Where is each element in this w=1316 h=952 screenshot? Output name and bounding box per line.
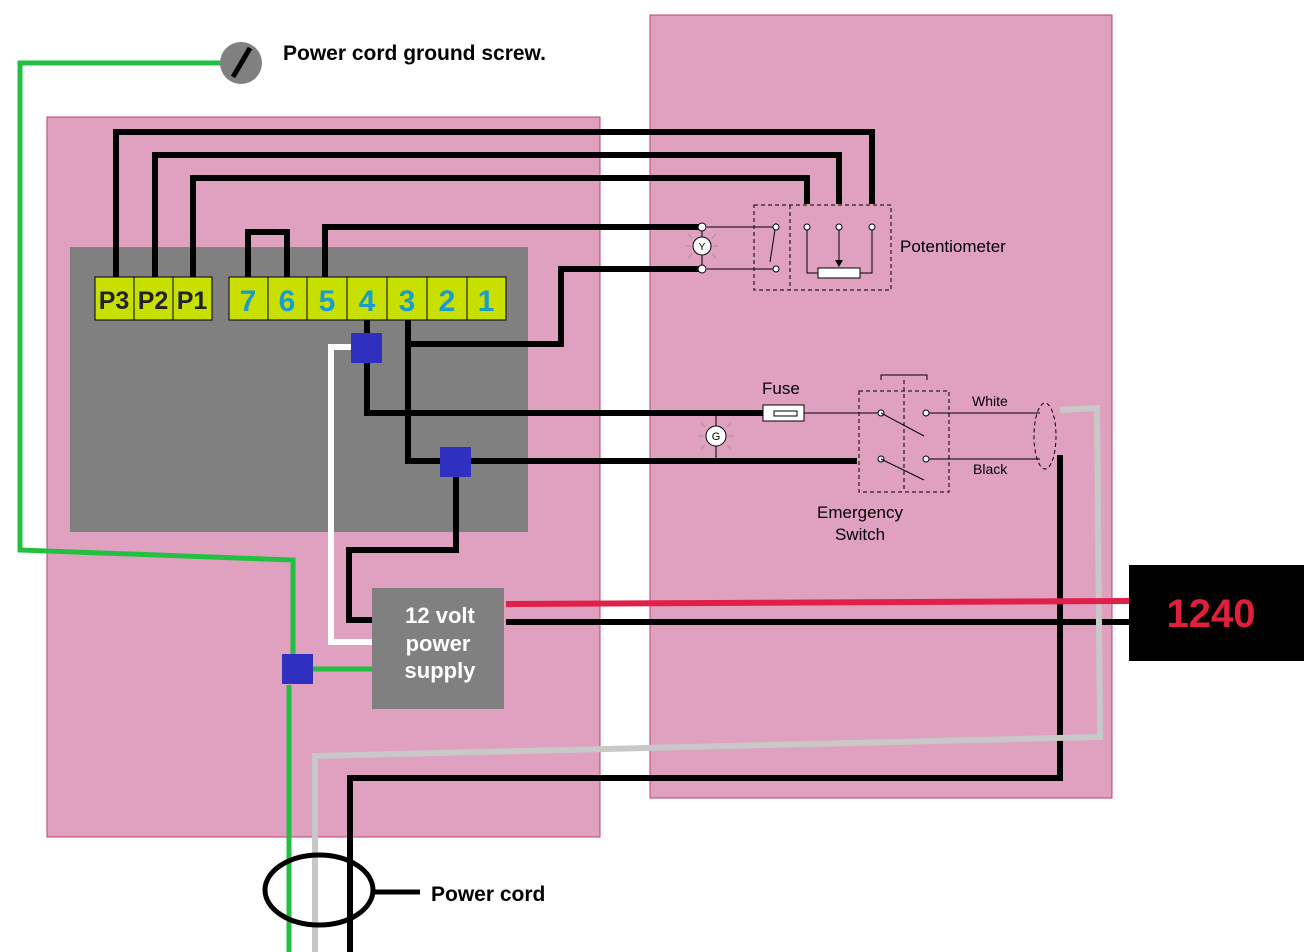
pot-lug-2 [835,223,843,231]
cable-bundle-ellipse [1033,402,1057,470]
wire-label-white: White [972,393,1008,409]
ground-screw: Power cord ground screw. [220,42,546,84]
lamp-y: Y [686,222,718,274]
emergency-switch-push-bar [880,374,928,380]
terminal-label-1: 1 [478,285,495,318]
junction-block-terminal-4 [351,333,382,363]
lamp-g: G [698,413,734,461]
terminal-label-7: 7 [240,285,257,318]
junction-block-terminal-3 [440,447,471,477]
terminal-label-P2: P2 [138,287,169,315]
ground-screw-slot [230,46,253,79]
terminal-label-P3: P3 [99,287,130,315]
power-supply-box [372,588,504,709]
terminal-5 [306,276,348,321]
pot-switch-contact-bottom [772,265,780,273]
wire-gray-cord [312,404,1104,952]
wire-junction-psu [346,461,459,623]
green-ground-wires [17,60,374,952]
black-wires-potentiometer [113,129,1130,952]
pot-resistor [817,267,861,279]
terminal-strip: P3 P2 P1 7 6 5 4 3 2 1 [94,276,507,321]
power-supply-label-line1: 12 volt [405,603,475,628]
wire-P3-pot [113,129,875,277]
es-blade-bottom [880,458,925,481]
pot-lug-1 [803,223,811,231]
terminal-label-3: 3 [399,285,416,318]
power-supply-label-line3: supply [405,658,477,683]
pot-switch-contact-top [772,223,780,231]
terminal-P1 [172,276,213,321]
wire-red-psu-display [505,598,1131,607]
potentiometer-label: Potentiometer [900,237,1006,256]
pot-wiper-arrow [835,260,843,267]
digital-display: 1240 [1129,565,1304,661]
es-blade-top [880,412,925,437]
terminal-label-5: 5 [319,285,336,318]
power-supply-label-line2: power [406,631,471,656]
fuse: Fuse [762,379,880,422]
junction-block-ground [282,654,313,684]
terminal-4 [346,276,388,321]
terminal-P2 [133,276,174,321]
es-contact-4 [922,455,930,463]
terminal-P3 [94,276,135,321]
terminal-7 [228,276,269,321]
wire-label-black: Black [973,461,1008,477]
lamp-y-label: Y [699,242,706,253]
wire-3-lamp [410,266,702,347]
fuse-label: Fuse [762,379,800,398]
lamp-g-rays [698,422,734,450]
lamp-g-label: G [712,431,721,443]
emergency-switch: White Black Emergency Switch [817,374,1057,544]
terminal-label-P1: P1 [177,287,208,315]
pot-resistor-lead-left [806,230,818,274]
power-cord-label: Power cord [431,883,545,906]
potentiometer-assembly: Potentiometer [707,204,1006,291]
potentiometer-housing [753,204,892,291]
terminal-3 [386,276,428,321]
wire-4-fuse [364,362,763,416]
wire-5-lamp [322,224,702,277]
ground-screw-label: Power cord ground screw. [283,42,546,65]
lamp-y-terminal-top [697,222,707,232]
pot-resistor-lead-right [860,230,873,274]
emergency-switch-label-line2: Switch [835,525,885,544]
display-box [1129,565,1304,661]
lamp-y-icon [692,236,712,256]
pot-lug-3 [868,223,876,231]
terminal-1 [466,276,507,321]
es-contact-2 [922,409,930,417]
lamp-g-icon [705,425,727,447]
fuse-element [773,410,798,417]
lamp-y-terminal-bottom [697,264,707,274]
terminal-2 [426,276,468,321]
power-cord: Power cord [262,852,545,928]
emergency-switch-label-line1: Emergency [817,503,903,522]
wire-jumper-7-6 [245,229,290,277]
wire-black-cord-right [347,455,1063,952]
lamp-y-rays [686,233,718,259]
terminal-label-2: 2 [439,285,456,318]
wire-P2-pot [152,152,842,277]
wire-ground-screw [17,60,296,662]
power-cord-ring [262,852,376,928]
wire-P1-pot [190,175,810,277]
wire-white-psu [328,344,374,645]
display-readout: 1240 [1167,592,1256,636]
terminal-label-4: 4 [359,285,376,318]
right-panel [649,14,1113,799]
power-supply: 12 volt power supply [372,588,504,709]
wire-3-switch [405,320,857,464]
terminal-label-6: 6 [279,285,296,318]
